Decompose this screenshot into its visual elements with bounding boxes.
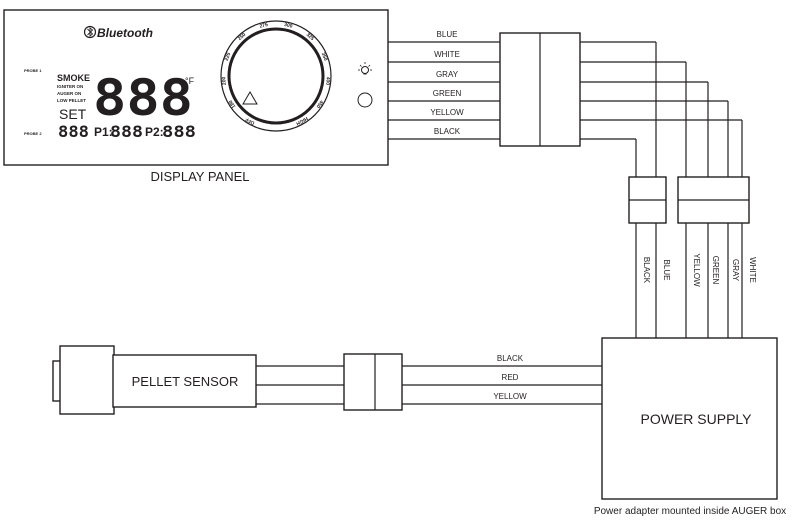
pellet-sensor-label: PELLET SENSOR: [132, 374, 239, 389]
status-igniter: IGNITER ON: [57, 84, 83, 89]
dial-knob[interactable]: [227, 27, 325, 125]
p1-digits: 888: [110, 122, 143, 141]
display-panel: Bluetooth PROBE 1 PROBE 2 SMOKE IGNITER …: [3, 9, 389, 166]
left-vertical-connector: [628, 176, 667, 224]
wire-label-green: GREEN: [433, 89, 462, 98]
dial-mark-label: 400: [324, 76, 331, 85]
dial-mark-label: 325: [305, 32, 315, 42]
right-vertical-connector: [677, 176, 750, 224]
power-supply-note: Power adapter mounted inside AUGER box: [594, 506, 786, 517]
probe1-label: PROBE 1: [24, 68, 42, 73]
power-supply-box: [601, 337, 778, 500]
temperature-unit: °F: [185, 76, 195, 86]
sensor-wire-bundle: BLACK RED YELLOW: [256, 354, 602, 405]
status-smoke: SMOKE: [57, 73, 90, 83]
light-button[interactable]: [357, 92, 373, 108]
dial-mark-label: 450: [315, 99, 325, 109]
sensor-connector: [343, 353, 403, 411]
dial-mark-label: 180: [228, 99, 238, 109]
status-low-pellet: LOW PELLET: [57, 98, 86, 103]
sensor-wire-label-black: BLACK: [497, 354, 524, 363]
small-digits: 888: [58, 122, 89, 141]
set-label: SET: [59, 106, 87, 122]
wire-label-gray: GRAY: [436, 70, 459, 79]
probe2-label: PROBE 2: [24, 131, 42, 136]
p2-label: P2:: [145, 125, 164, 139]
vwire-label-blue: BLUE: [662, 260, 671, 281]
vertical-wire-bundle: BLACK BLUE YELLOW GREEN GRAY WHITE: [635, 42, 757, 338]
vwire-label-yellow: YELLOW: [692, 253, 701, 287]
wire-label-yellow: YELLOW: [430, 108, 464, 117]
pellet-sensor-body: [112, 354, 257, 408]
triangle-icon: [242, 91, 258, 105]
vwire-label-gray: GRAY: [731, 259, 740, 282]
display-panel-title: DISPLAY PANEL: [151, 169, 250, 184]
display-connector: [499, 32, 581, 147]
power-supply: POWER SUPPLY: [601, 337, 778, 500]
dial-mark-label: 250: [237, 32, 247, 42]
vwire-label-green: GREEN: [711, 256, 720, 285]
p1-label: P1:: [94, 125, 113, 139]
dial-mark-label: 200: [221, 76, 228, 85]
status-auger: AUGER ON: [57, 91, 81, 96]
dial-mark-label: HIGH: [295, 115, 309, 127]
dial-mark-label: 275: [259, 22, 269, 30]
dial-mark-label: 350: [320, 52, 329, 62]
dial-mark-label: 225: [224, 52, 233, 62]
light-bulb-icon: [358, 62, 372, 75]
main-temperature-digits: 888: [93, 69, 193, 127]
dial-mark-label: 300: [283, 22, 293, 30]
dial-mark-label: OFF: [244, 116, 256, 126]
vwire-label-black: BLACK: [642, 257, 651, 284]
bluetooth-label: Bluetooth: [97, 26, 153, 40]
vwire-label-white: WHITE: [748, 257, 757, 283]
bluetooth-icon: [83, 25, 97, 39]
wire-label-white: WHITE: [434, 50, 460, 59]
pellet-sensor-plug: [59, 345, 115, 415]
wire-label-black: BLACK: [434, 127, 461, 136]
sensor-wire-label-red: RED: [502, 373, 519, 382]
pellet-sensor: PELLET SENSOR: [52, 345, 257, 415]
wire-label-blue: BLUE: [437, 30, 458, 39]
sensor-wire-label-yellow: YELLOW: [493, 392, 527, 401]
p2-digits: 888: [162, 122, 196, 141]
power-supply-label: POWER SUPPLY: [641, 411, 753, 427]
